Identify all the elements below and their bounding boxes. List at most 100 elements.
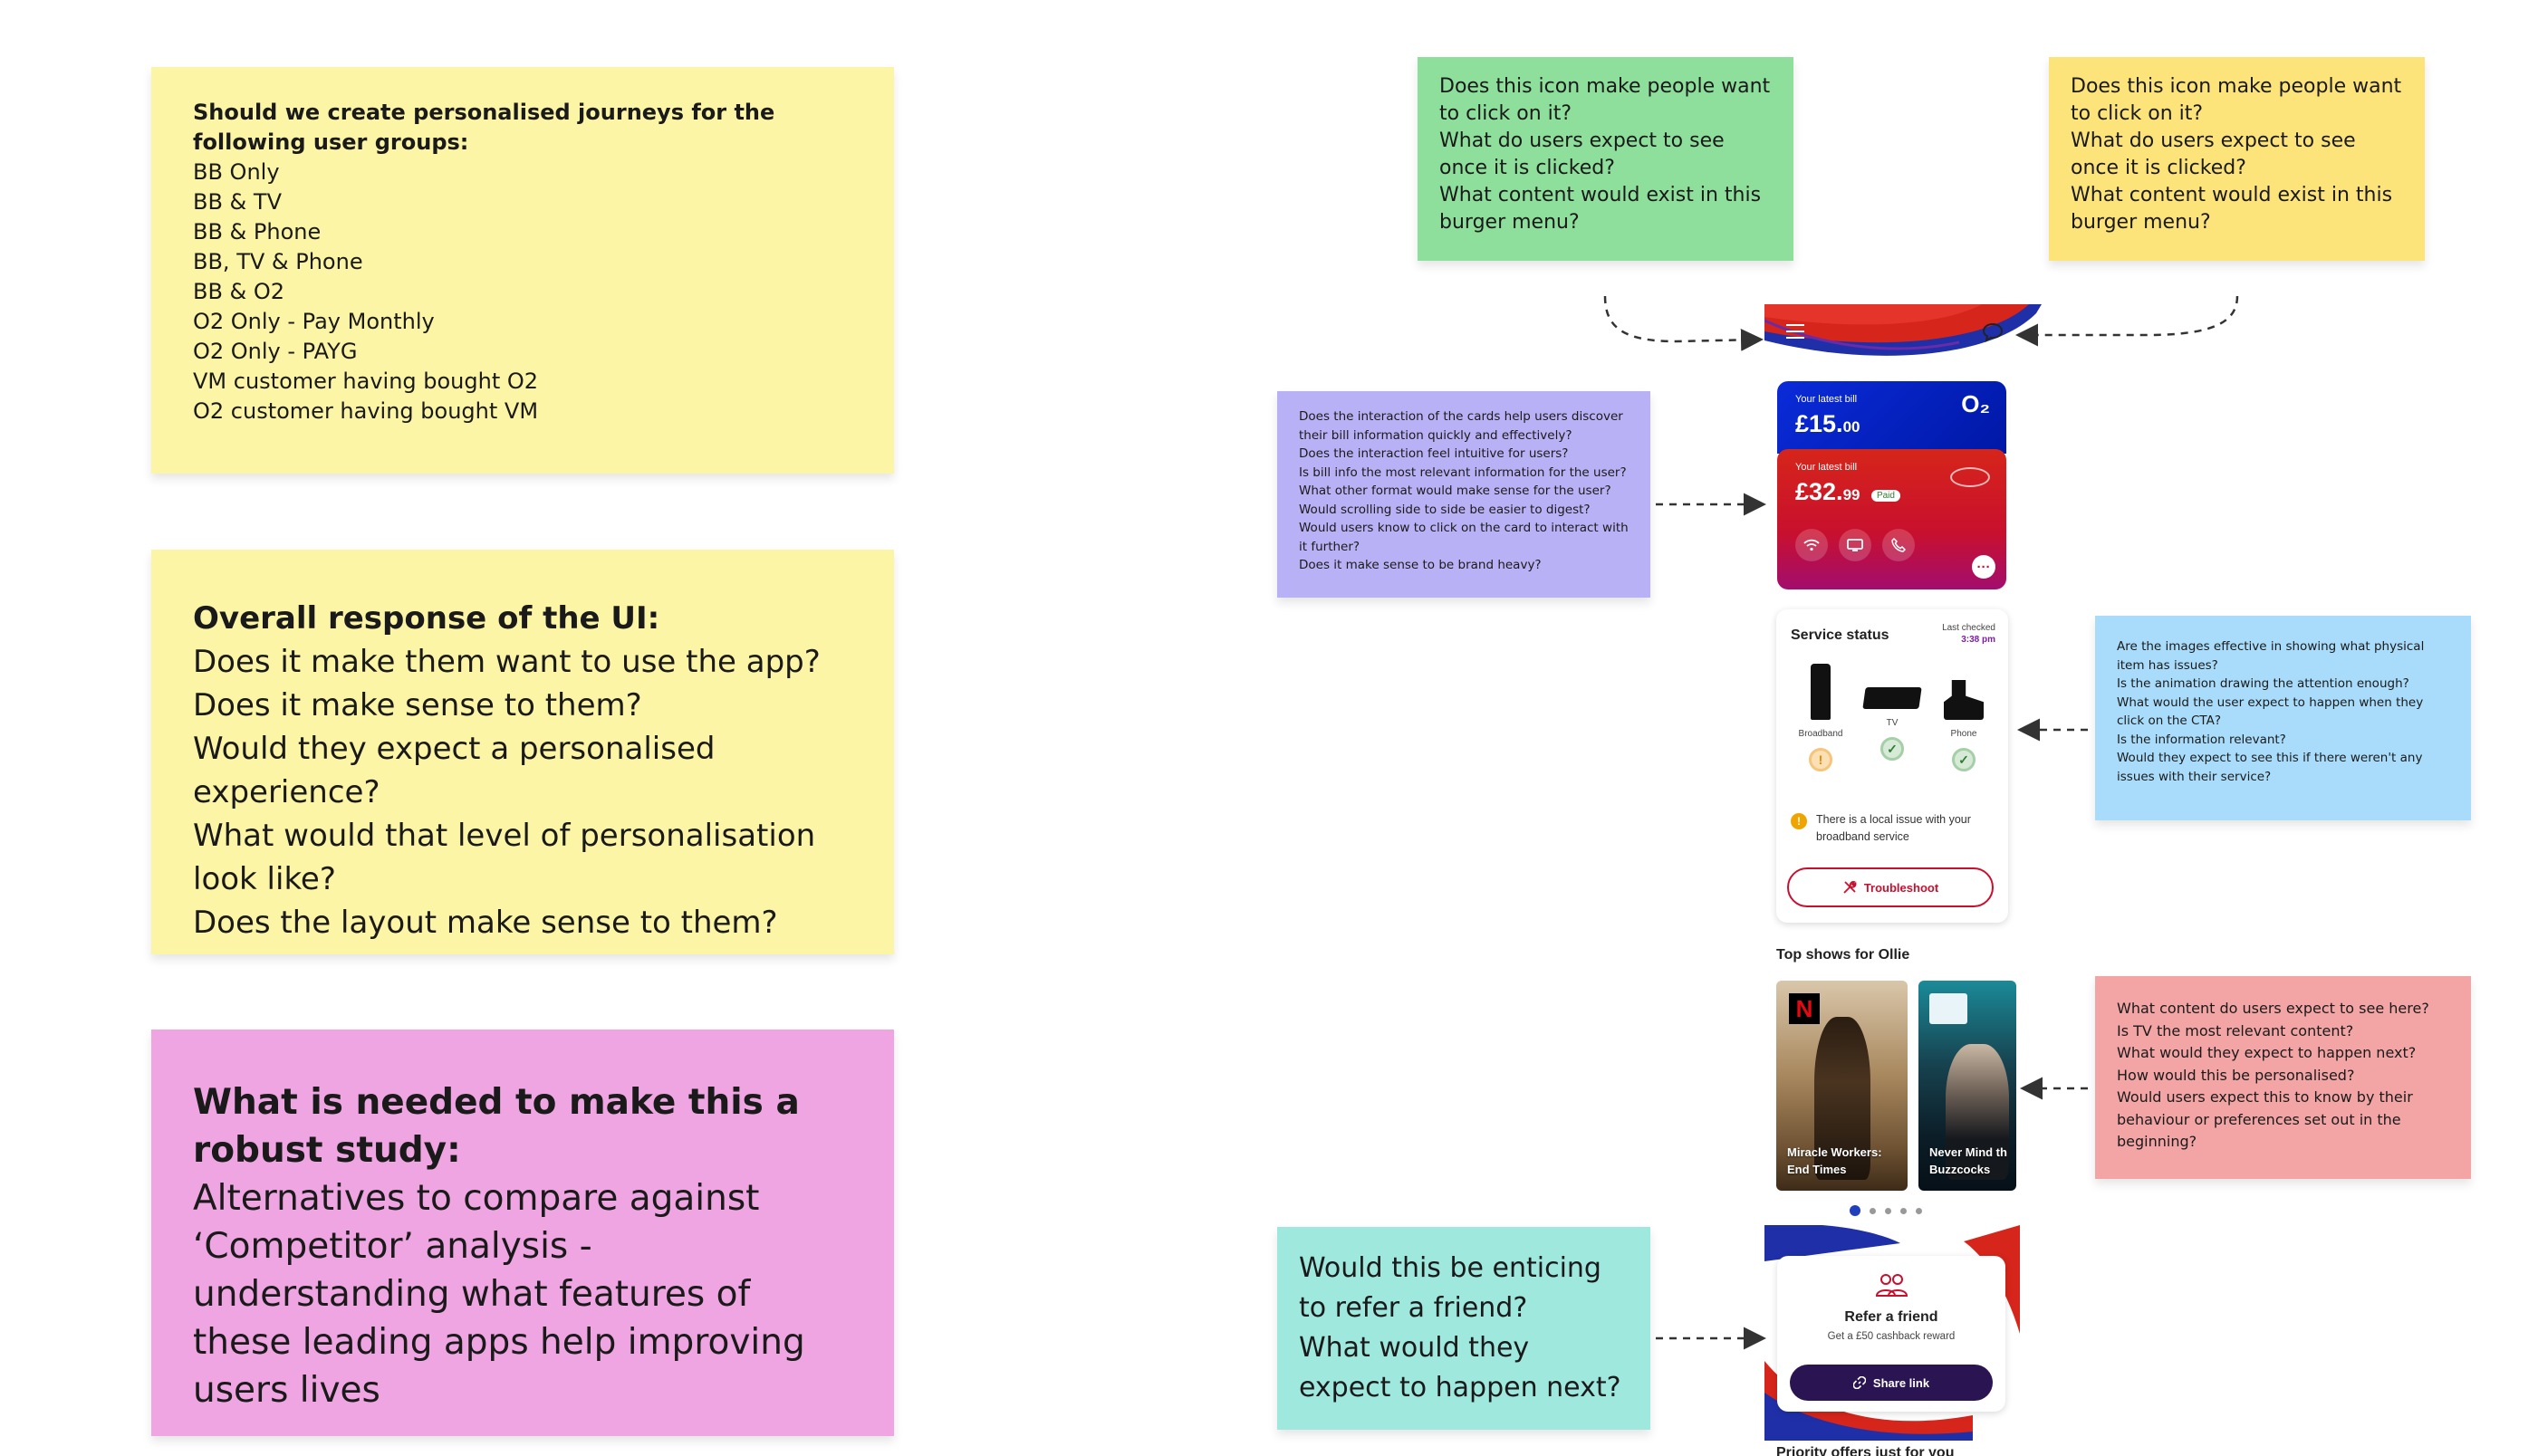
home-phone-icon bbox=[1944, 680, 1984, 720]
show-card[interactable]: N Miracle Workers:End Times bbox=[1776, 981, 1908, 1191]
note-line: Alternatives to compare against bbox=[193, 1178, 760, 1219]
sticky-note-user-groups[interactable]: Should we create personalised journeys f… bbox=[151, 67, 894, 474]
sticky-note-refer-friend[interactable]: Would this be enticing to refer a friend… bbox=[1277, 1227, 1650, 1430]
warning-status-icon: ! bbox=[1809, 748, 1832, 771]
refer-background bbox=[1764, 1225, 2020, 1441]
more-options-icon[interactable]: ··· bbox=[1972, 555, 1995, 579]
device-label: TV bbox=[1886, 718, 1899, 728]
carousel-dot[interactable] bbox=[1870, 1207, 1876, 1214]
note-line: BB Only bbox=[193, 159, 280, 185]
chat-bubble-icon[interactable] bbox=[1982, 322, 2004, 342]
refer-subtitle: Get a £50 cashback reward bbox=[1827, 1331, 1956, 1342]
people-icon bbox=[1875, 1274, 1908, 1297]
carousel-pagination[interactable] bbox=[1850, 1205, 1922, 1216]
sticky-note-service-images[interactable]: Are the images effective in showing what… bbox=[2095, 616, 2471, 820]
note-line: BB & TV bbox=[193, 189, 282, 215]
note-line: Does it make sense to them? bbox=[193, 687, 642, 723]
note-line: Is bill info the most relevant informati… bbox=[1299, 465, 1627, 480]
tv-icon[interactable] bbox=[1839, 529, 1871, 561]
note-line: BB & O2 bbox=[193, 279, 285, 304]
note-line: What other format would make sense for t… bbox=[1299, 484, 1611, 498]
carousel-dot[interactable] bbox=[1885, 1207, 1891, 1214]
note-title: Should we create personalised journeys f… bbox=[193, 100, 775, 155]
channel-logo-icon bbox=[1929, 993, 1967, 1024]
note-line: ‘Competitor’ analysis - understanding wh… bbox=[193, 1226, 805, 1411]
burger-menu-icon[interactable] bbox=[1786, 324, 1804, 339]
device-phone[interactable]: Phone ✓ bbox=[1932, 664, 1995, 771]
show-title: Miracle Workers:End Times bbox=[1787, 1145, 1882, 1176]
bill-label: Your latest bill bbox=[1795, 462, 1858, 473]
note-line: Does the layout make sense to them? bbox=[193, 905, 778, 941]
note-line: VM customer having bought O2 bbox=[193, 369, 539, 394]
refer-title: Refer a friend bbox=[1844, 1309, 1938, 1325]
virgin-media-logo-icon bbox=[1950, 467, 1990, 487]
show-artwork bbox=[1814, 1017, 1870, 1180]
note-line: Is the animation drawing the attention e… bbox=[2117, 676, 2409, 691]
check-status-icon: ✓ bbox=[1952, 748, 1976, 771]
note-line: Would they expect to see this if there w… bbox=[2117, 751, 2423, 784]
refer-friend-card: Refer a friend Get a £50 cashback reward… bbox=[1777, 1256, 2005, 1412]
note-line: BB, TV & Phone bbox=[193, 249, 363, 274]
show-artwork bbox=[1946, 1044, 2009, 1180]
bill-card-virgin-media[interactable]: Your latest bill £32.99 Paid ··· bbox=[1777, 449, 2006, 589]
top-shows-title: Top shows for Ollie bbox=[1776, 947, 1910, 963]
note-line: Is TV the most relevant content? bbox=[2117, 1021, 2354, 1039]
sticky-note-robust-study[interactable]: What is needed to make this a robust stu… bbox=[151, 1030, 894, 1436]
note-line: Would scrolling side to side be easier t… bbox=[1299, 502, 1591, 517]
app-header bbox=[1764, 304, 2042, 363]
note-line: What content would exist in this burger … bbox=[2071, 184, 2393, 234]
bill-amount: £32.99 bbox=[1795, 478, 1860, 505]
note-line: O2 Only - Pay Monthly bbox=[193, 309, 435, 334]
note-line: Does this icon make people want to click… bbox=[2071, 75, 2402, 125]
carousel-dot[interactable] bbox=[1900, 1207, 1907, 1214]
refer-wave-graphic bbox=[1764, 1225, 2020, 1441]
note-line: What would they expect to happen next? bbox=[2117, 1044, 2417, 1061]
wifi-icon[interactable] bbox=[1795, 529, 1828, 561]
note-line: Would users expect this to know by their… bbox=[2117, 1088, 2413, 1150]
carousel-dot-active[interactable] bbox=[1850, 1205, 1860, 1216]
share-link-button[interactable]: Share link bbox=[1790, 1365, 1993, 1401]
note-line: Does it make them want to use the app? bbox=[193, 644, 821, 680]
note-line: What would that level of personalisation… bbox=[193, 818, 816, 897]
sticky-note-chat-icon-yellow[interactable]: Does this icon make people want to click… bbox=[2049, 57, 2425, 261]
router-icon bbox=[1811, 664, 1831, 720]
sticky-note-tv-content[interactable]: What content do users expect to see here… bbox=[2095, 976, 2471, 1179]
note-line: Does this icon make people want to click… bbox=[1439, 75, 1771, 125]
note-line: What content would exist in this burger … bbox=[1439, 184, 1762, 234]
carousel-dot[interactable] bbox=[1916, 1207, 1922, 1214]
header-wave-graphic bbox=[1764, 304, 2042, 356]
note-line: What do users expect to see once it is c… bbox=[1439, 129, 1725, 179]
bill-label: Your latest bill bbox=[1795, 394, 1858, 405]
note-line: Does it make sense to be brand heavy? bbox=[1299, 558, 1542, 572]
sticky-note-overall-response[interactable]: Overall response of the UI: Does it make… bbox=[151, 550, 894, 954]
tools-icon bbox=[1843, 881, 1857, 894]
sticky-note-bill-cards[interactable]: Does the interaction of the cards help u… bbox=[1277, 391, 1650, 598]
bill-card-o2[interactable]: Your latest bill £15.00 O₂ bbox=[1777, 381, 2006, 454]
note-line: O2 customer having bought VM bbox=[193, 398, 539, 424]
bill-cards-stack[interactable]: Your latest bill £15.00 O₂ Your latest b… bbox=[1777, 381, 2006, 589]
note-line: Would this be enticing to refer a friend… bbox=[1299, 1252, 1601, 1324]
paid-badge: Paid bbox=[1870, 490, 1900, 503]
note-line: What would the user expect to happen whe… bbox=[2117, 694, 2424, 729]
link-icon bbox=[1852, 1376, 1866, 1389]
netflix-logo-icon: N bbox=[1789, 993, 1820, 1024]
connector-burger-green bbox=[1603, 295, 1764, 351]
sticky-note-burger-menu-green[interactable]: Does this icon make people want to click… bbox=[1418, 57, 1793, 261]
device-label: Broadband bbox=[1798, 729, 1843, 739]
device-tv[interactable]: TV ✓ bbox=[1860, 664, 1924, 761]
troubleshoot-button[interactable]: Troubleshoot bbox=[1787, 867, 1994, 907]
alert-icon: ! bbox=[1791, 813, 1807, 829]
note-line: Are the images effective in showing what… bbox=[2117, 639, 2425, 673]
note-title: Overall response of the UI: bbox=[193, 600, 660, 637]
bill-amount: £15.00 bbox=[1795, 410, 1860, 437]
connector-chat-yellow bbox=[2015, 295, 2239, 347]
note-line: Would they expect a personalised experie… bbox=[193, 731, 716, 810]
device-broadband[interactable]: Broadband ! bbox=[1789, 664, 1852, 771]
service-status-title: Service status bbox=[1791, 627, 1889, 643]
note-line: How would this be personalised? bbox=[2117, 1066, 2355, 1084]
o2-logo: O₂ bbox=[1961, 390, 1990, 417]
phone-icon[interactable] bbox=[1882, 529, 1915, 561]
note-line: Would users know to click on the card to… bbox=[1299, 521, 1629, 554]
